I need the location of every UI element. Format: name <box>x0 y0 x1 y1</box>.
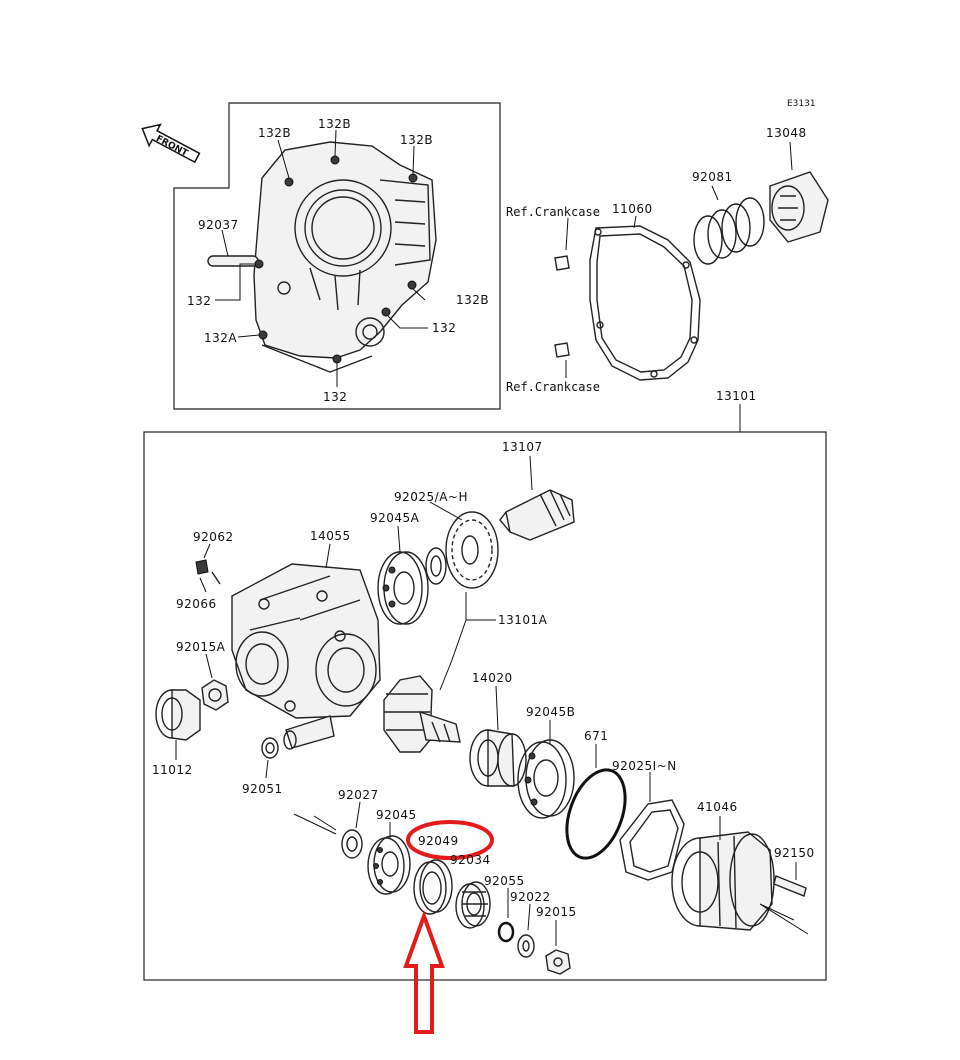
bearing-92045a-part <box>377 525 447 625</box>
label-14020: 14020 <box>472 671 513 685</box>
label-92150: 92150 <box>774 846 815 860</box>
collar-14020-part <box>469 685 527 787</box>
label-132b-1: 132B <box>258 126 291 140</box>
label-132-1: 132 <box>187 294 211 308</box>
gasket-92025i-n-part <box>619 772 685 881</box>
nut-92015-part <box>545 920 571 975</box>
gasket-part <box>589 225 701 381</box>
cover-group-box <box>173 102 501 410</box>
label-92015a: 92015A <box>176 640 226 654</box>
dowel-pins <box>554 215 637 378</box>
label-92045: 92045 <box>376 808 417 822</box>
bearing-92045-part <box>367 822 411 895</box>
plug-11012-part <box>155 689 201 760</box>
label-132b-4: 132B <box>456 293 489 307</box>
gear-lower-part <box>383 675 461 753</box>
o-ring-671-part <box>565 744 627 860</box>
label-92055: 92055 <box>484 874 525 888</box>
label-92034: 92034 <box>450 853 491 867</box>
label-41046: 41046 <box>697 800 738 814</box>
oil-seal-92049-part <box>413 859 453 915</box>
leader-13101a <box>439 592 496 691</box>
label-92025-a-h: 92025/A~H <box>394 490 468 504</box>
front-arrow-icon: FRONT <box>141 123 201 164</box>
label-132-2: 132 <box>432 321 456 335</box>
collar-92034-part <box>455 881 491 929</box>
label-11012: 11012 <box>152 763 193 777</box>
label-92027: 92027 <box>338 788 379 802</box>
cam-part <box>769 141 829 243</box>
small-fittings-part <box>195 543 221 593</box>
o-ring-92055-part <box>497 888 515 943</box>
label-132b-3: 132B <box>400 133 433 147</box>
label-92049: 92049 <box>418 834 459 848</box>
label-92062: 92062 <box>193 530 234 544</box>
gear-upper-part <box>429 501 499 589</box>
bearing-92045b-part <box>517 720 575 819</box>
diagram-code: E3131 <box>787 99 816 109</box>
label-92015: 92015 <box>536 905 577 919</box>
shaft-13107-part <box>499 455 575 541</box>
label-92045a: 92045A <box>370 511 420 525</box>
label-92081: 92081 <box>692 170 733 184</box>
washer-92051-part <box>261 737 279 779</box>
spring-part <box>693 185 765 265</box>
bolt-92150-part <box>773 862 807 897</box>
label-132a: 132A <box>204 331 237 345</box>
label-ref-crankcase-bottom: Ref.Crankcase <box>506 380 600 394</box>
gear-case-housing-part <box>231 543 381 750</box>
label-92025-i-n: 92025I~N <box>612 759 677 773</box>
label-92066: 92066 <box>176 597 217 611</box>
label-14055: 14055 <box>310 529 351 543</box>
shim-92027-part <box>293 801 363 859</box>
label-13101a: 13101A <box>498 613 548 627</box>
label-13048: 13048 <box>766 126 807 140</box>
red-arrow-icon <box>403 910 445 1034</box>
label-11060: 11060 <box>612 202 653 216</box>
washer-92022-part <box>517 903 535 958</box>
label-ref-crankcase-top: Ref.Crankcase <box>506 205 600 219</box>
label-13101: 13101 <box>716 389 757 403</box>
nut-92015a-part <box>201 653 229 711</box>
label-92045b: 92045B <box>526 705 575 719</box>
highlight-ring <box>406 820 494 860</box>
bevel-gear-group-box <box>143 431 827 981</box>
label-92022: 92022 <box>510 890 551 904</box>
label-671: 671 <box>584 729 608 743</box>
final-gear-case-part <box>671 816 809 935</box>
clutch-cover-part <box>207 141 437 373</box>
label-13107: 13107 <box>502 440 543 454</box>
label-92037: 92037 <box>198 218 239 232</box>
front-label: FRONT <box>154 134 190 159</box>
cover-leaders <box>215 129 428 387</box>
label-92051: 92051 <box>242 782 283 796</box>
label-132-3: 132 <box>323 390 347 404</box>
label-132b-2: 132B <box>318 117 351 131</box>
